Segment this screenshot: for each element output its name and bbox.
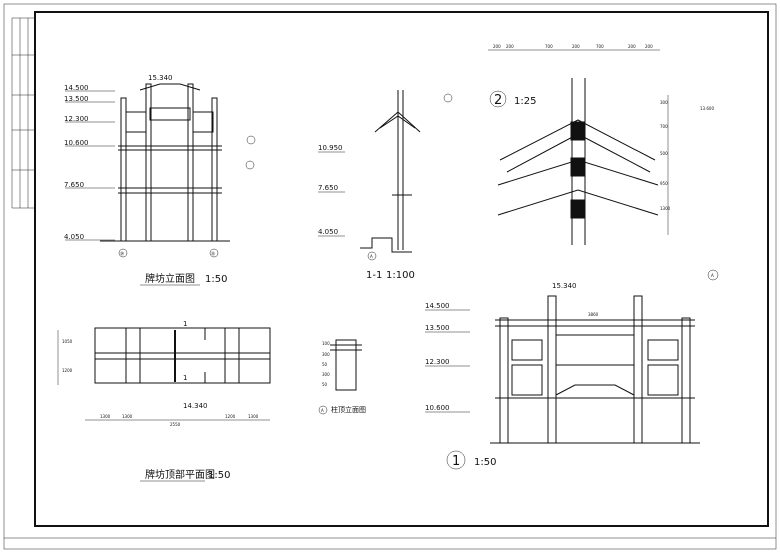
section-title: 1-1	[366, 270, 382, 281]
detail-2: 200 200 700 200 700 200 200 2 1:25 300 7…	[488, 44, 714, 245]
section-level-2: 7.650	[318, 184, 338, 192]
column-dim-3: 50	[322, 362, 328, 367]
detail2-block-3	[570, 199, 586, 219]
drawing-border	[34, 11, 769, 527]
detail2-dim-5: 700	[596, 44, 604, 49]
detail2-number: 2	[494, 93, 502, 108]
elev1-level-3: 12.300	[425, 358, 450, 366]
binding-strip	[11, 17, 35, 209]
column-detail-title: 柱顶立面图	[331, 405, 366, 414]
plan-dim-5: 1300	[248, 414, 259, 419]
plan-dim-2: 1300	[122, 414, 133, 419]
front-level-6: 4.050	[64, 233, 84, 241]
front-level-3: 12.300	[64, 115, 89, 123]
column-marker: A	[321, 408, 324, 413]
plan-ldim-2: 1200	[62, 368, 73, 373]
column-dim-1: 100	[322, 341, 330, 346]
elev1-level-1: 14.500	[425, 302, 450, 310]
plan-ldim-1: 1050	[62, 339, 73, 344]
plan-dim-1: 1300	[100, 414, 111, 419]
elev1-number: 1	[452, 454, 460, 469]
detail2-rdim-3: 500	[660, 151, 668, 156]
section-marker: A	[370, 254, 373, 259]
detail2-dim-2: 200	[506, 44, 514, 49]
front-level-5: 7.650	[64, 181, 84, 189]
plan-title: 牌坊顶部平面图	[145, 468, 215, 481]
front-elevation: 14.500 13.500 12.300 10.600 7.650 4.050 …	[64, 74, 256, 286]
plan-cut-mark-bottom: 1	[183, 374, 187, 382]
detail2-rdim-2: 700	[660, 124, 668, 129]
detail2-dim-3: 700	[545, 44, 553, 49]
section-level-1: 10.950	[318, 144, 343, 152]
front-level-4: 10.600	[64, 139, 89, 147]
elev1-top-level: 15.340	[552, 282, 577, 290]
detail2-scale: 1:25	[514, 96, 536, 107]
detail2-rdim-5: 1300	[660, 206, 671, 211]
detail2-dim-1: 200	[493, 44, 501, 49]
front-elevation-title: 牌坊立面图	[145, 272, 195, 285]
front-top-level: 15.340	[148, 74, 173, 82]
front-level-2: 13.500	[64, 95, 89, 103]
column-top-detail: 100 300 50 300 50 A 柱顶立面图	[318, 339, 366, 415]
plan-scale: 1:50	[208, 470, 230, 481]
detail2-block-2	[570, 157, 586, 177]
elevation-1: 14.500 13.500 12.300 10.600 15.340 3860 …	[425, 269, 719, 470]
elev1-level-4: 10.600	[425, 404, 450, 412]
column-dim-2: 300	[322, 352, 330, 357]
outer-frame	[3, 3, 777, 550]
top-plan: 1 1 14.340 1300 1300 2550 1200 1300 1050…	[57, 320, 271, 482]
front-axis-b: ㉟	[211, 250, 215, 256]
plan-cut-mark-top: 1	[183, 320, 187, 328]
plan-level: 14.340	[183, 402, 208, 410]
front-elevation-scale: 1:50	[205, 274, 227, 285]
detail2-dim-4: 200	[572, 44, 580, 49]
section-scale: 1:100	[386, 270, 415, 281]
section-level-3: 4.050	[318, 228, 338, 236]
plan-dim-3: 2550	[170, 422, 181, 427]
front-level-1: 14.500	[64, 84, 89, 92]
plan-dim-4: 1200	[225, 414, 236, 419]
column-dim-4: 300	[322, 372, 330, 377]
detail2-rdim-4: 950	[660, 181, 668, 186]
front-axis-a: ㉞	[120, 250, 124, 256]
elev1-dim-mid: 3860	[588, 312, 599, 317]
detail2-dim-7: 200	[645, 44, 653, 49]
elev1-level-2: 13.500	[425, 324, 450, 332]
detail2-level: 13.600	[700, 106, 714, 111]
elev1-marker: A	[711, 273, 714, 278]
column-dim-5: 50	[322, 382, 328, 387]
detail2-block-1	[570, 121, 586, 141]
elev1-scale: 1:50	[474, 457, 496, 468]
detail2-dim-6: 200	[628, 44, 636, 49]
section-1-1: 10.950 7.650 4.050 A 1-1 1:100	[318, 90, 453, 281]
detail2-rdim-1: 300	[660, 100, 668, 105]
